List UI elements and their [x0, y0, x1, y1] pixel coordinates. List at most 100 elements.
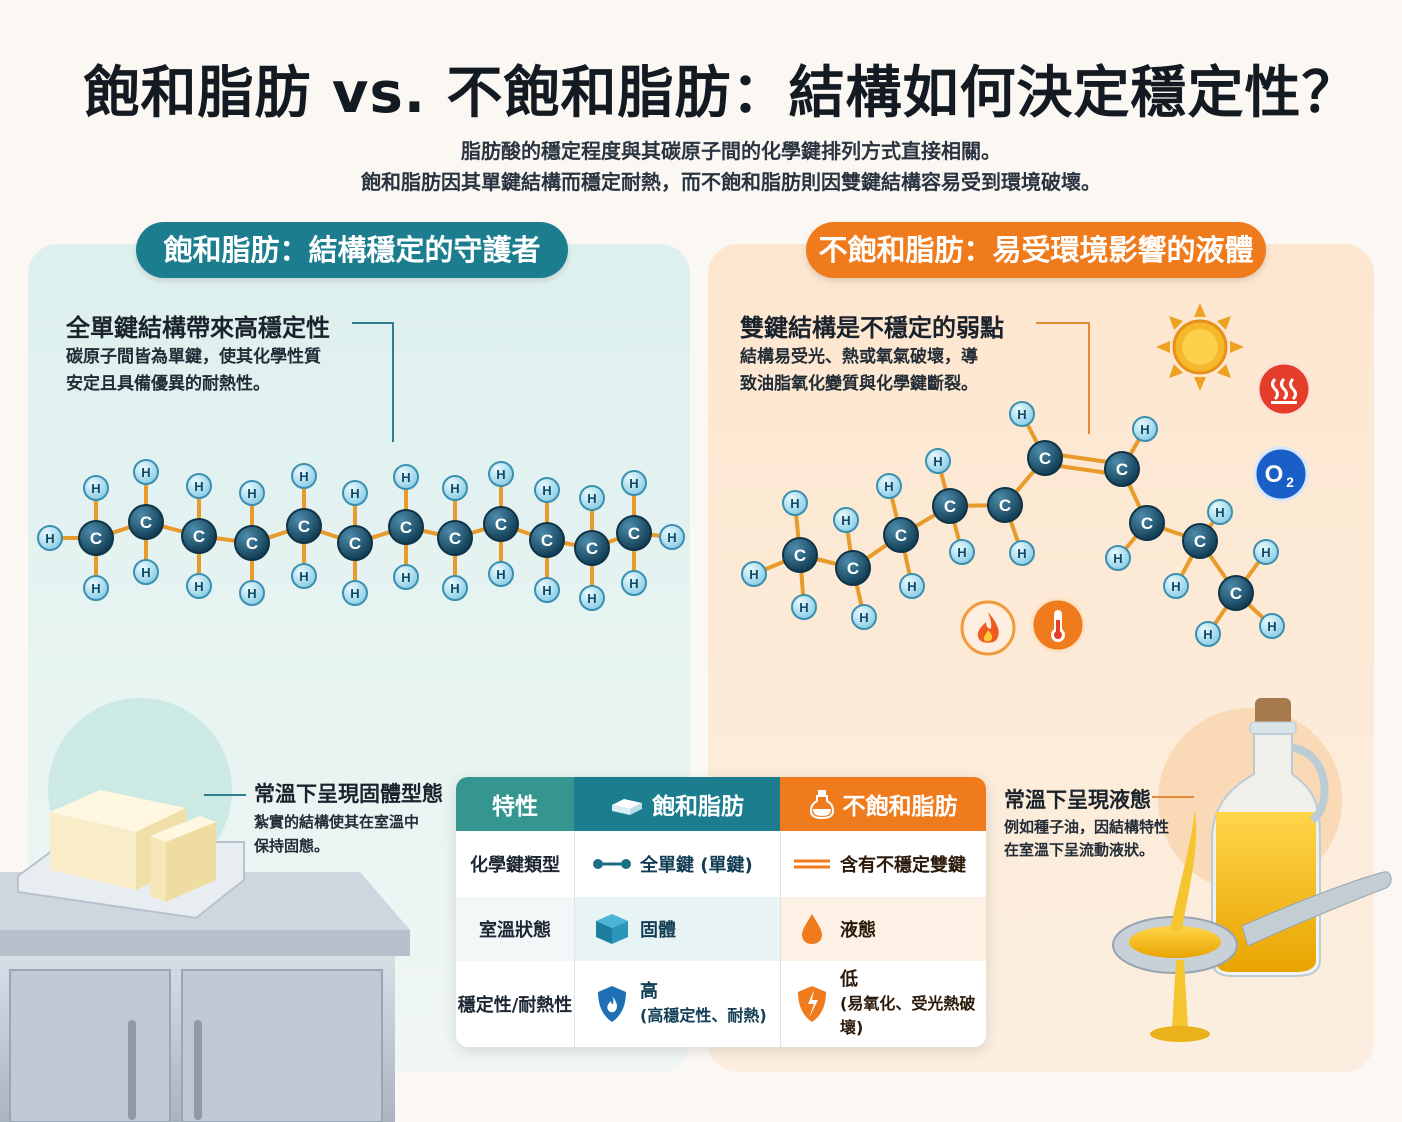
hydrogen-atom: H	[239, 480, 265, 506]
svg-text:H: H	[841, 513, 850, 528]
svg-text:H: H	[91, 481, 100, 496]
row-property: 化學鍵類型	[470, 855, 560, 876]
hydrogen-atom: H	[925, 448, 951, 474]
hydrogen-atom: H	[393, 464, 419, 490]
svg-text:C: C	[1039, 449, 1051, 468]
hydrogen-atom: H	[949, 539, 975, 565]
row-unsaturated-text: 含有不穩定雙鍵	[840, 855, 966, 876]
svg-text:H: H	[1171, 579, 1180, 594]
svg-text:H: H	[1215, 505, 1224, 520]
hydrogen-atom: H	[342, 580, 368, 606]
svg-text:C: C	[193, 527, 205, 546]
hydrogen-atom: H	[782, 490, 808, 516]
svg-text:H: H	[496, 467, 505, 482]
hydrogen-atom: H	[442, 475, 468, 501]
callout-line	[1152, 796, 1194, 798]
carbon-atom: C	[128, 504, 164, 540]
carbon-atom: C	[337, 525, 373, 561]
carbon-atom: C	[1129, 505, 1165, 541]
svg-text:C: C	[90, 529, 102, 548]
sun-icon	[1156, 303, 1244, 391]
table-header-row: 特性 飽和脂肪 不飽和脂肪	[456, 777, 986, 831]
svg-text:H: H	[450, 481, 459, 496]
spoon-illustration	[1112, 810, 1392, 1042]
unsaturated-heading: 雙鍵結構是不穩定的弱點	[740, 314, 1004, 342]
carbon-atom: C	[1182, 523, 1218, 559]
row-unsaturated: 低(易氧化、受光熱破壞)	[780, 961, 986, 1047]
svg-text:H: H	[1140, 422, 1149, 437]
hydrogen-atom: H	[1207, 499, 1233, 525]
svg-text:H: H	[141, 465, 150, 480]
heat-icon	[1256, 361, 1312, 417]
callout-line	[352, 322, 394, 324]
svg-text:C: C	[944, 497, 956, 516]
svg-text:H: H	[45, 531, 54, 546]
svg-text:C: C	[140, 513, 152, 532]
header-saturated-label: 飽和脂肪	[652, 794, 744, 820]
svg-text:H: H	[194, 479, 203, 494]
header-property: 特性	[456, 777, 574, 831]
hydrogen-atom: H	[291, 563, 317, 589]
svg-text:H: H	[1017, 407, 1026, 422]
row-unsaturated-note: (易氧化、受光熱破壞)	[840, 994, 976, 1037]
carbon-atom: C	[388, 509, 424, 545]
double-bond-icon	[794, 859, 830, 869]
svg-text:C: C	[449, 529, 461, 548]
svg-text:C: C	[895, 526, 907, 545]
carbon-atom: C	[286, 508, 322, 544]
carbon-atom: C	[987, 487, 1023, 523]
hydrogen-atom: H	[442, 575, 468, 601]
svg-text:C: C	[1116, 460, 1128, 479]
table-row: 室溫狀態 固體 液態	[456, 897, 986, 961]
hydrogen-atom: H	[851, 604, 877, 630]
hydrogen-atom: H	[1009, 401, 1035, 427]
row-unsaturated: 液態	[780, 897, 986, 961]
svg-text:H: H	[859, 610, 868, 625]
carbon-atom: C	[1104, 451, 1140, 487]
table-row: 穩定性/耐熱性 高(高穩定性、耐熱) 低(易氧化、受光熱破壞)	[456, 961, 986, 1047]
svg-text:H: H	[1261, 545, 1270, 560]
hydrogen-atom: H	[1009, 540, 1035, 566]
svg-text:H: H	[629, 576, 638, 591]
carbon-atom: C	[616, 515, 652, 551]
row-unsaturated-text: 液態	[840, 920, 876, 941]
hydrogen-atom: H	[186, 573, 212, 599]
divider	[780, 831, 781, 1047]
carbon-atom: C	[782, 537, 818, 573]
svg-text:H: H	[749, 567, 758, 582]
svg-text:C: C	[246, 534, 258, 553]
svg-text:H: H	[790, 496, 799, 511]
butter-illustration	[17, 790, 245, 920]
cube-icon	[596, 914, 628, 944]
droplet-icon	[802, 914, 822, 944]
svg-text:C: C	[586, 539, 598, 558]
row-saturated-text: 全單鍵 (單鍵)	[640, 855, 753, 876]
svg-text:H: H	[667, 530, 676, 545]
svg-text:H: H	[1203, 627, 1212, 642]
svg-text:C: C	[349, 534, 361, 553]
single-bond-icon	[593, 859, 631, 869]
svg-text:H: H	[91, 581, 100, 596]
butter-icon	[612, 799, 642, 815]
row-saturated: 高(高穩定性、耐熱)	[574, 961, 780, 1047]
row-saturated-text: 固體	[640, 920, 676, 941]
liquid-state-heading: 常溫下呈現液態	[1004, 788, 1151, 812]
svg-text:H: H	[350, 486, 359, 501]
saturated-desc-1: 碳原子間皆為單鍵，使其化學性質	[66, 347, 321, 367]
hydrogen-atom: H	[579, 585, 605, 611]
oxygen-subscript: 2	[1286, 474, 1294, 490]
callout-line	[1088, 322, 1090, 434]
carbon-atom: C	[835, 550, 871, 586]
svg-text:C: C	[847, 559, 859, 578]
row-saturated: 固體	[574, 897, 780, 961]
svg-text:H: H	[299, 469, 308, 484]
oxygen-icon: O 2	[1253, 446, 1309, 502]
svg-text:H: H	[1113, 551, 1122, 566]
subtitle-line-1: 脂肪酸的穩定程度與其碳原子間的化學鍵排列方式直接相關。	[461, 139, 1001, 163]
carbon-atom: C	[234, 525, 270, 561]
hydrogen-atom: H	[133, 459, 159, 485]
svg-text:H: H	[884, 479, 893, 494]
